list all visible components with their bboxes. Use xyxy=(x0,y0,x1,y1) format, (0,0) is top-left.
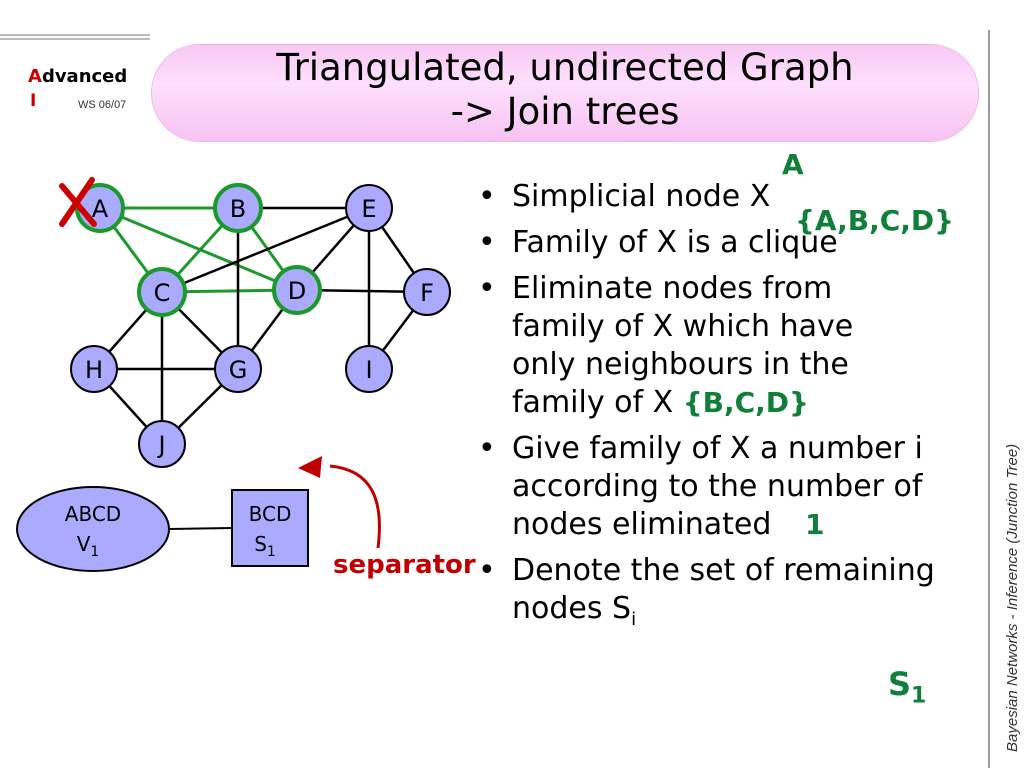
logo-i: I xyxy=(30,91,37,111)
separator-label: separator xyxy=(333,550,476,580)
separator-s-label: S1 xyxy=(254,532,276,560)
node-d xyxy=(272,265,322,315)
logo-semester: WS 06/07 xyxy=(78,99,127,111)
edge-a-d xyxy=(99,206,298,292)
separator-box xyxy=(231,489,309,567)
clique-label: ABCD xyxy=(65,502,121,526)
clique-v1 xyxy=(16,486,170,572)
node-label-e: E xyxy=(361,195,376,223)
annotation-s1: S1 xyxy=(888,665,927,709)
node-label-c: C xyxy=(154,279,171,307)
bullet-item: Eliminate nodes from family of X which h… xyxy=(472,270,982,422)
eliminated-mark xyxy=(59,177,97,227)
bullet-tag-number: 1 xyxy=(804,508,825,541)
node-c xyxy=(137,267,187,317)
node-h xyxy=(70,345,118,393)
course-logo: Advanced I WS 06/07 xyxy=(0,0,160,120)
bullet-item: Simplicial node X xyxy=(472,178,982,216)
separator-box-label: BCD xyxy=(249,502,292,526)
clique-v-label: V1 xyxy=(77,532,100,560)
logo-advanced: Advanced xyxy=(28,66,128,87)
node-label-b: B xyxy=(230,195,246,223)
node-e xyxy=(345,184,393,232)
logo-rule xyxy=(0,38,150,40)
title-line-1: Triangulated, undirected Graph xyxy=(276,46,854,89)
logo-rule xyxy=(0,34,150,36)
graph-edges xyxy=(93,206,429,445)
node-b xyxy=(213,183,263,233)
node-label-i: I xyxy=(365,356,372,384)
node-label-h: H xyxy=(85,356,103,384)
node-i xyxy=(345,345,393,393)
bullet-list: Simplicial node X Family of X is a cliqu… xyxy=(472,178,982,647)
node-label-j: J xyxy=(156,431,165,459)
edge-c-e xyxy=(161,206,370,294)
node-j xyxy=(138,420,186,468)
join-tree-edge xyxy=(167,527,233,530)
page-title: Triangulated, undirected Graph -> Join t… xyxy=(152,46,978,134)
node-label-g: G xyxy=(229,356,248,384)
node-label-f: F xyxy=(420,279,434,307)
annotation-a: A xyxy=(782,148,804,181)
bullet-item: Family of X is a clique xyxy=(472,224,982,262)
right-rule xyxy=(988,30,990,768)
node-label-d: D xyxy=(288,277,306,305)
node-label-a: A xyxy=(92,195,109,223)
separator-arrow xyxy=(329,464,381,549)
graph-nodes: A B E C D F H G I J xyxy=(70,183,451,468)
separator-arrow-head xyxy=(298,456,322,478)
node-g xyxy=(214,345,262,393)
title-banner xyxy=(152,45,978,141)
title-line-2: -> Join trees xyxy=(450,90,680,133)
bullet-item: Give family of X a number i according to… xyxy=(472,430,982,544)
bullet-tag-bcd: {B,C,D} xyxy=(682,386,809,419)
bullet-item: Denote the set of remaining nodes Si xyxy=(472,552,982,639)
node-f xyxy=(403,268,451,316)
